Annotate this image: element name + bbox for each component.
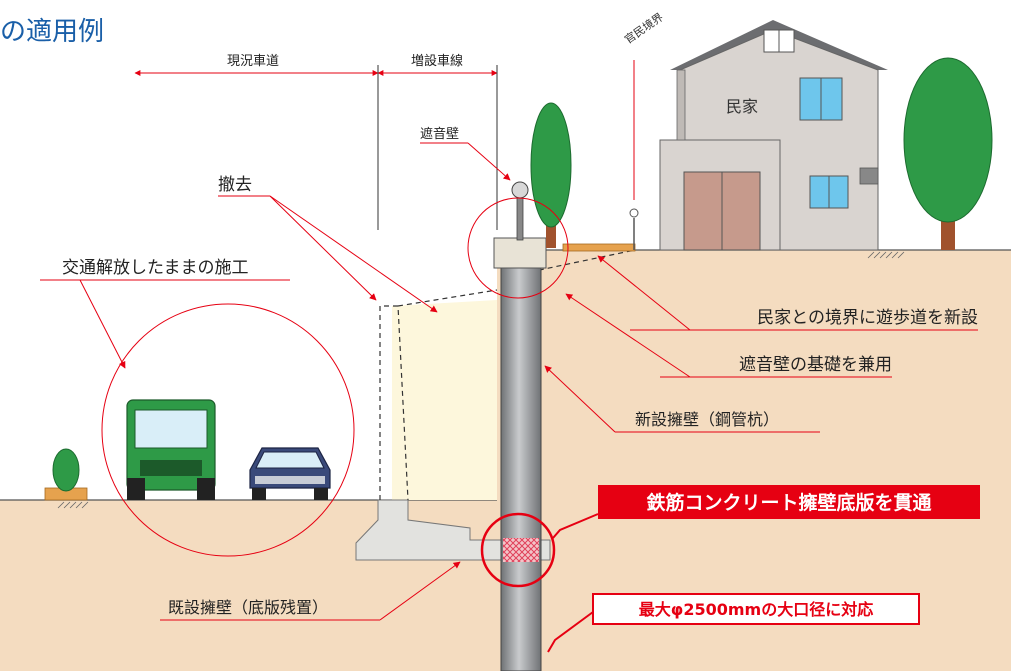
existing-road-label: 現況車道 bbox=[227, 54, 279, 69]
diameter-callout-text: 最大φ2500mmの大口径に対応 bbox=[639, 600, 873, 619]
penetration-circle bbox=[480, 512, 556, 588]
leader-lines bbox=[40, 142, 978, 653]
car-icon bbox=[249, 447, 331, 500]
boundary-label: 官民境界 bbox=[622, 10, 666, 47]
noise-wall-circle bbox=[467, 197, 569, 299]
steel-pipe-pile bbox=[500, 247, 542, 671]
penetrate-callout: 鉄筋コンクリート擁壁底版を貫通 bbox=[598, 485, 980, 519]
shrub-icon bbox=[44, 448, 88, 501]
house-label: 民家 bbox=[726, 97, 758, 116]
dimension-lines: 現況車道 増設車線 bbox=[134, 53, 498, 230]
added-lane-label: 増設車線 bbox=[411, 53, 463, 69]
penetrate-callout-text: 鉄筋コンクリート擁壁底版を貫通 bbox=[646, 491, 932, 514]
noise-wall-label: 遮音壁 bbox=[420, 126, 459, 142]
open-traffic-label: 交通解放したままの施工 bbox=[62, 258, 249, 278]
removal-label: 撤去 bbox=[218, 175, 252, 195]
boundary-post-icon: 官民境界 bbox=[622, 10, 666, 250]
walkway-slab bbox=[562, 243, 636, 252]
walkway-label: 民家との境界に遊歩道を新設 bbox=[757, 308, 978, 328]
ground-hatch bbox=[57, 251, 905, 509]
wall-foundation-label: 遮音壁の基礎を兼用 bbox=[739, 355, 892, 375]
removed-wall-outline bbox=[379, 249, 636, 501]
removed-area bbox=[392, 300, 497, 500]
open-traffic-circle bbox=[101, 303, 355, 557]
new-wall-label: 新設擁壁（鋼管杭） bbox=[635, 410, 779, 429]
page-title: の適用例 bbox=[0, 17, 104, 47]
house-icon: 民家 bbox=[659, 20, 888, 251]
truck-icon bbox=[126, 399, 216, 500]
tree-icon bbox=[903, 57, 993, 250]
existing-wall-label: 既設擁壁（底版残置） bbox=[168, 598, 328, 617]
tree-icon bbox=[530, 102, 572, 248]
diameter-callout: 最大φ2500mmの大口径に対応 bbox=[592, 593, 920, 625]
